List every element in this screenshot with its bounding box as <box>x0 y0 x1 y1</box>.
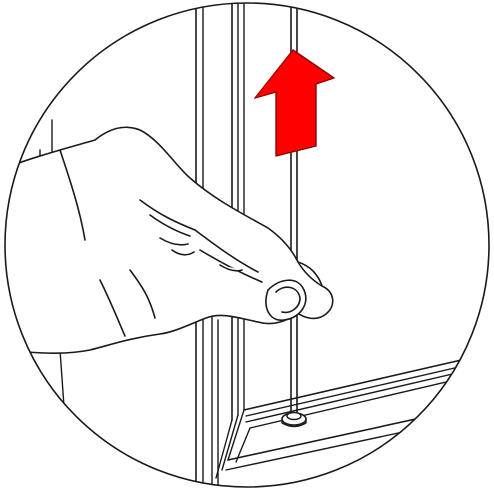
rod-foot <box>282 413 306 427</box>
